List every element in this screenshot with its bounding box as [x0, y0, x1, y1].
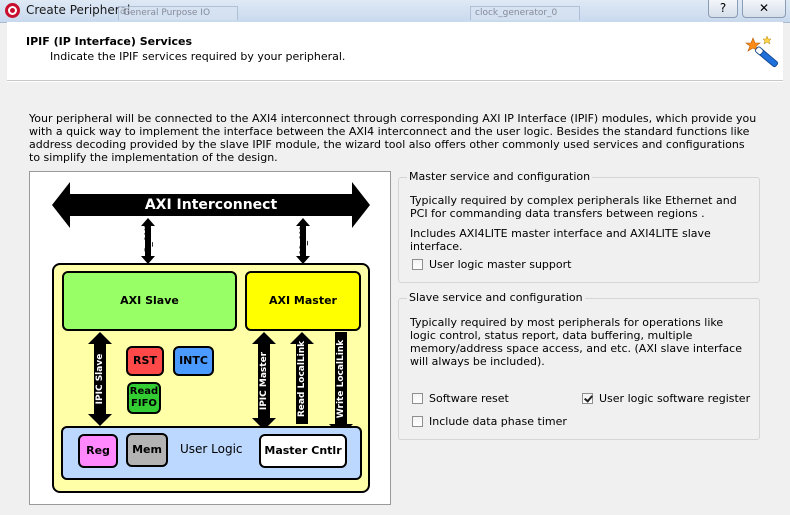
user-logic-label: User Logic — [180, 442, 243, 456]
title-bar: Create Peripheral General Purpose IO clo… — [0, 0, 790, 23]
ipic-slave-label: IPIC Slave — [95, 353, 105, 405]
app-logo-icon — [5, 3, 20, 18]
wizard-header: IPIF (IP Interface) Services Indicate th… — [7, 22, 783, 81]
include-data-phase-timer-checkbox[interactable]: Include data phase timer — [412, 415, 567, 428]
page-subtitle: Indicate the IPIF services required by y… — [50, 50, 346, 63]
ipic-master-label: IPIC Master — [259, 351, 269, 411]
read-fifo-block: Read FIFO — [127, 382, 161, 414]
user-logic-software-register-checkbox[interactable]: User logic software register — [582, 392, 750, 405]
checkbox-label: Software reset — [429, 392, 509, 405]
checkbox-box[interactable] — [412, 259, 423, 270]
wizard-wand-icon — [745, 35, 779, 68]
ipif-diagram: AXI Interconnect S_AXI M_AXI AXI Slave A… — [29, 171, 391, 505]
master-service-group — [398, 177, 760, 283]
m-axi-arrow — [296, 218, 310, 264]
intc-block: INTC — [173, 346, 214, 376]
reg-block: Reg — [78, 434, 118, 468]
slave-service-desc: Typically required by most peripherals f… — [410, 316, 742, 368]
checkbox-box-checked[interactable] — [582, 393, 593, 404]
intro-text: Your peripheral will be connected to the… — [29, 112, 757, 164]
interconnect-label: AXI Interconnect — [144, 197, 278, 213]
checkbox-box[interactable] — [412, 416, 423, 427]
s-axi-arrow — [141, 218, 155, 264]
read-locallink-arrow — [290, 332, 314, 424]
diagram-inner-arrows — [88, 332, 353, 436]
slave-service-group — [398, 298, 760, 440]
mem-block: Mem — [126, 433, 168, 467]
master-service-desc: Typically required by complex peripheral… — [410, 194, 737, 220]
page-title: IPIF (IP Interface) Services — [26, 35, 192, 48]
slave-service-title: Slave service and configuration — [407, 291, 585, 304]
master-service-title: Master service and configuration — [407, 170, 593, 183]
software-reset-checkbox[interactable]: Software reset — [412, 392, 509, 405]
checkbox-label: User logic master support — [429, 258, 572, 271]
ipic-slave-arrow — [88, 332, 112, 426]
checkbox-label: User logic software register — [599, 392, 751, 405]
write-locallink-arrow — [329, 332, 353, 436]
help-button[interactable]: ? — [708, 0, 738, 18]
interconnect-arrow — [52, 182, 370, 228]
axi-master-block: AXI Master — [245, 271, 361, 331]
checkbox-label: Include data phase timer — [429, 415, 567, 428]
checkbox-box[interactable] — [412, 393, 423, 404]
master-cntlr-block: Master Cntlr — [259, 434, 347, 468]
read-locallink-label: Read LocalLink — [297, 340, 307, 418]
user-logic-master-support-checkbox[interactable]: User logic master support — [412, 258, 571, 271]
background-tab: clock_generator_0 — [470, 6, 580, 20]
rst-block: RST — [126, 346, 164, 376]
header-separator — [7, 81, 783, 82]
window-title: Create Peripheral — [26, 3, 131, 17]
background-tab: General Purpose IO — [118, 6, 238, 20]
ipic-master-arrow — [252, 332, 276, 430]
master-service-includes: Includes AXI4LITE master interface and A… — [410, 227, 711, 253]
axi-slave-block: AXI Slave — [62, 271, 237, 331]
close-button[interactable]: ✕ — [742, 0, 786, 18]
write-locallink-label: Write LocalLink — [336, 339, 346, 419]
